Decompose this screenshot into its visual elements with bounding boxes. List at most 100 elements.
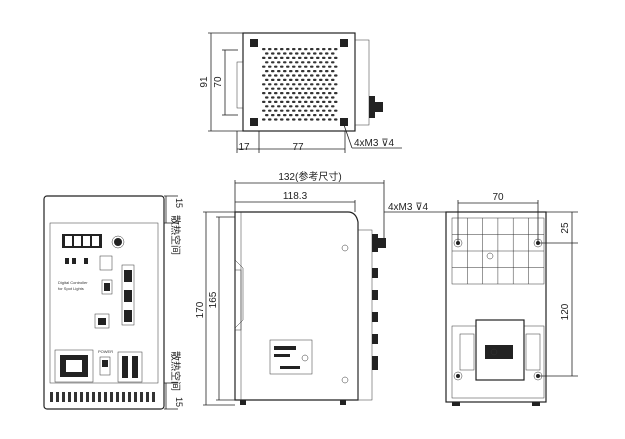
- vent-slot: [274, 48, 278, 51]
- vent-slot: [295, 87, 299, 90]
- vent-slot: [262, 100, 266, 103]
- vent-slot: [322, 118, 326, 121]
- vent-slot: [304, 100, 308, 103]
- vent-slot: [286, 100, 290, 103]
- vent-slot: [319, 70, 323, 73]
- vent-slot: [289, 96, 293, 99]
- vent-slot: [292, 92, 296, 95]
- vent-slot: [319, 105, 323, 108]
- vent-slot: [313, 114, 317, 117]
- vent-slot: [277, 52, 281, 55]
- vent-slot: [268, 48, 272, 51]
- vent-slot: [295, 105, 299, 108]
- vent-slot: [298, 83, 302, 86]
- vent-slot: [331, 114, 335, 117]
- vent-slot: [280, 56, 284, 59]
- side-height-inner: 165: [208, 291, 219, 308]
- vent-slot: [289, 87, 293, 90]
- vent-slot: [310, 118, 314, 121]
- vent-slot: [322, 83, 326, 86]
- vent-slot: [289, 114, 293, 117]
- vent-slot: [292, 56, 296, 59]
- vent-slot: [310, 100, 314, 103]
- vent-slot: [316, 83, 320, 86]
- vent-slot: [277, 87, 281, 90]
- vent-slot: [310, 109, 314, 112]
- vent-slot: [331, 78, 335, 81]
- panel-title: Digital Controller: [58, 280, 88, 285]
- vent-slot: [286, 109, 290, 112]
- vent-slot: [289, 70, 293, 73]
- vent-slot: [268, 118, 272, 121]
- vent-slot: [271, 96, 275, 99]
- vent-slot: [104, 392, 107, 402]
- vent-slot: [286, 118, 290, 121]
- vent-slot: [301, 70, 305, 73]
- vent-slot: [319, 78, 323, 81]
- vent-slot: [304, 56, 308, 59]
- vent-slot: [274, 74, 278, 77]
- vent-slot: [325, 105, 329, 108]
- vent-slot: [283, 70, 287, 73]
- vent-slot: [328, 65, 332, 68]
- vent-slot: [328, 100, 332, 103]
- vent-slot: [295, 70, 299, 73]
- vent-slot: [322, 109, 326, 112]
- vent-slot: [265, 78, 269, 81]
- vent-slot: [271, 105, 275, 108]
- vent-slot: [134, 392, 137, 402]
- vent-slot: [262, 56, 266, 59]
- vent-slot: [280, 109, 284, 112]
- vent-slot: [307, 87, 311, 90]
- vent-slot: [328, 109, 332, 112]
- vent-slot: [310, 56, 314, 59]
- front-bottom-gap: 15: [174, 397, 184, 407]
- vent-slot: [328, 48, 332, 51]
- vent-slot: [307, 70, 311, 73]
- vent-slot: [62, 392, 65, 402]
- vent-slot: [152, 392, 155, 402]
- vent-slot: [280, 83, 284, 86]
- vent-slot: [304, 92, 308, 95]
- vent-slot: [295, 61, 299, 64]
- side-body-width: 118.3: [283, 191, 308, 202]
- vent-slot: [319, 114, 323, 117]
- vent-slot: [325, 52, 329, 55]
- vent-slot: [331, 61, 335, 64]
- vent-slot: [286, 83, 290, 86]
- vent-slot: [292, 65, 296, 68]
- vent-slot: [307, 61, 311, 64]
- vent-slot: [268, 109, 272, 112]
- vent-slot: [334, 92, 338, 95]
- vent-slot: [292, 100, 296, 103]
- vent-slot: [274, 100, 278, 103]
- vent-slot: [319, 96, 323, 99]
- vent-slot: [334, 65, 338, 68]
- vent-slot: [277, 61, 281, 64]
- vent-slot: [56, 392, 59, 402]
- vent-slot: [280, 118, 284, 121]
- vent-slot: [328, 92, 332, 95]
- vent-slot: [298, 56, 302, 59]
- panel-subtitle: for Spot Lights: [58, 286, 84, 291]
- vent-slot: [322, 65, 326, 68]
- side-view: 132(参考尺寸) 118.3 170 165: [195, 170, 457, 406]
- vent-slot: [116, 392, 119, 402]
- vent-slot: [262, 48, 266, 51]
- vent-slot: [298, 65, 302, 68]
- vent-slot: [328, 56, 332, 59]
- vent-slot: [271, 114, 275, 117]
- vent-slot: [331, 52, 335, 55]
- vent-slot: [322, 100, 326, 103]
- vent-slot: [313, 87, 317, 90]
- vent-slot: [98, 392, 101, 402]
- vent-slot: [265, 96, 269, 99]
- vent-slot: [316, 65, 320, 68]
- vent-slot: [307, 78, 311, 81]
- front-heat-space-top: 散热空间: [169, 215, 182, 255]
- vent-slot: [271, 61, 275, 64]
- vent-slot: [307, 52, 311, 55]
- front-heat-space-bottom: 散热空间: [169, 351, 182, 391]
- vent-slot: [286, 92, 290, 95]
- vent-slot: [298, 100, 302, 103]
